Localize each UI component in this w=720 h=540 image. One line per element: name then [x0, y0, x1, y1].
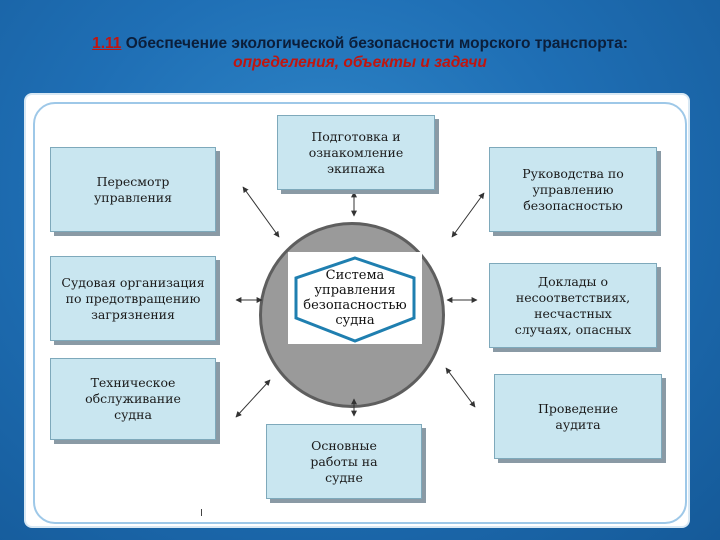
- box-management-review: Пересмотр управления: [50, 147, 216, 232]
- arrow-bottom-left: [235, 379, 271, 418]
- arrow-top-left: [242, 186, 280, 238]
- arrow-bottom-right: [445, 367, 476, 408]
- center-label: Система управления безопасностью судна: [303, 268, 407, 328]
- box-pollution-prevention: Судовая организация по предотвращению за…: [50, 256, 216, 341]
- center-card: [288, 252, 422, 344]
- box-audit: Проведение аудита: [494, 374, 662, 459]
- divider-tick: [201, 509, 202, 516]
- center-hexagon: [294, 256, 416, 343]
- title-number: 1.11: [92, 35, 122, 52]
- slide-title: 1.11 Обеспечение экологической безопасно…: [0, 34, 720, 72]
- arrow-top-right: [451, 192, 485, 238]
- title-subtitle: определения, объекты и задачи: [233, 54, 487, 71]
- title-main: Обеспечение экологической безопасности м…: [125, 35, 628, 52]
- box-crew-training: Подготовка и ознакомление экипажа: [277, 115, 435, 190]
- box-nonconformity-reports: Доклады о несоответствиях, несчастных сл…: [489, 263, 657, 348]
- title-line-1: 1.11 Обеспечение экологической безопасно…: [0, 34, 720, 53]
- box-maintenance: Техническое обслуживание судна: [50, 358, 216, 440]
- box-safety-guidelines: Руководства по управлению безопасностью: [489, 147, 657, 232]
- box-main-operations: Основные работы на судне: [266, 424, 422, 499]
